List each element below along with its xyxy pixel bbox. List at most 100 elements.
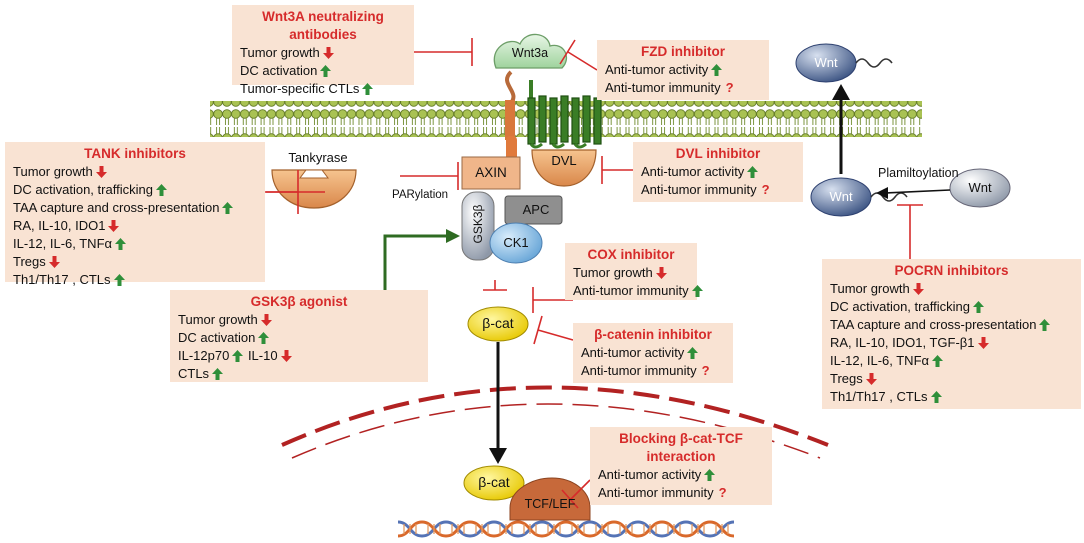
tcf-lef-protein (509, 477, 591, 521)
down-arrow-icon (107, 219, 120, 233)
activation-arrows (489, 84, 951, 464)
up-arrow-icon (972, 300, 985, 314)
cox-box-title: COX inhibitor (587, 247, 675, 262)
fzd-question-mark: ? (725, 80, 734, 95)
effect-text: Anti-tumor immunity (605, 80, 721, 95)
down-arrow-icon (48, 255, 61, 269)
parylation-label: PARylation (392, 189, 449, 201)
ck1-protein (489, 222, 543, 264)
effect-line: Anti-tumor immunity? (581, 362, 725, 380)
effect-text: Th1/Th17 , CTLs (830, 389, 928, 404)
effect-line: Anti-tumor immunity? (641, 181, 795, 199)
up-arrow-icon (257, 331, 270, 345)
up-arrow-icon (691, 284, 704, 298)
effect-line: IL-12p70 IL-10 (178, 347, 420, 365)
tcf-lef-label: TCF/LEF (524, 497, 576, 511)
gsk3b-agonist-arrow (383, 229, 460, 290)
up-arrow-icon (931, 354, 944, 368)
fzd-box-title: FZD inhibitor (641, 44, 725, 59)
effect-text: Tumor growth (573, 265, 653, 280)
effect-line: Anti-tumor activity (598, 466, 764, 484)
effect-text: TAA capture and cross-presentation (13, 200, 220, 215)
wnt-unmodified (949, 168, 1011, 208)
effect-text: Tumor growth (830, 281, 910, 296)
effect-line: Tumor growth (240, 44, 406, 62)
beta-catenin-cytoplasm-label: β-cat (482, 315, 514, 331)
up-arrow-icon (114, 237, 127, 251)
effect-text: Anti-tumor immunity (581, 363, 697, 378)
down-arrow-icon (95, 165, 108, 179)
effect-text: DC activation, trafficking (830, 299, 970, 314)
effect-line: Tumor-specific CTLs (240, 80, 406, 98)
effect-text: DC activation (178, 330, 256, 345)
apc-label: APC (522, 202, 550, 217)
dvl-question-mark: ? (761, 182, 770, 197)
down-arrow-icon (322, 46, 335, 60)
up-arrow-icon (155, 183, 168, 197)
effect-line: Tumor growth (178, 311, 420, 329)
effect-line: Th1/Th17 , CTLs (13, 271, 257, 289)
up-arrow-icon (211, 367, 224, 381)
tank-box-title: TANK inhibitors (84, 146, 186, 161)
up-arrow-icon (1038, 318, 1051, 332)
effect-line: DC activation, trafficking (13, 181, 257, 199)
up-arrow-icon (231, 349, 244, 363)
effect-text: Tumor-specific CTLs (240, 81, 360, 96)
gsk3b-protein (461, 191, 495, 261)
nuclear-envelope-outer (281, 385, 829, 447)
effect-text: Tumor growth (178, 312, 258, 327)
effect-line: DC activation (240, 62, 406, 80)
wnt-palmitoylated-label: Wnt (829, 189, 853, 204)
effect-line: RA, IL-10, IDO1 (13, 217, 257, 235)
effect-text: Anti-tumor immunity (573, 283, 689, 298)
effect-line: Tumor growth (13, 163, 257, 181)
effect-text: Tregs (13, 254, 46, 269)
up-arrow-icon (710, 63, 723, 77)
effect-text: RA, IL-10, IDO1 (13, 218, 106, 233)
down-arrow-icon (977, 336, 990, 350)
effect-line: Tumor growth (573, 264, 689, 282)
effect-text: Tregs (830, 371, 863, 386)
dvl-box-title: DVL inhibitor (675, 146, 761, 161)
effect-text: RA, IL-10, IDO1, TGF-β1 (830, 335, 975, 350)
effect-text: TAA capture and cross-presentation (830, 317, 1037, 332)
effect-line: Anti-tumor activity (581, 344, 725, 362)
effect-line: IL-12, IL-6, TNFα (830, 352, 1073, 370)
effect-text: IL-12p70 (178, 348, 230, 363)
effect-text: CTLs (178, 366, 210, 381)
effect-text: Anti-tumor immunity (641, 182, 757, 197)
effect-line: Anti-tumor immunity? (605, 79, 761, 97)
up-arrow-icon (361, 82, 374, 96)
tankyrase-protein (271, 169, 357, 209)
beta-catenin-nucleus-label: β-cat (478, 474, 510, 490)
effect-line: DC activation (178, 329, 420, 347)
tcf-box-title: Blocking β-cat-TCF interaction (619, 431, 743, 464)
up-arrow-icon (703, 468, 716, 482)
effect-text: IL-12, IL-6, TNFα (13, 236, 113, 251)
inhibition-lines (265, 38, 923, 509)
effect-line: Th1/Th17 , CTLs (830, 388, 1073, 406)
effect-line: Tumor growth (830, 280, 1073, 298)
effect-line: Tregs (13, 253, 257, 271)
up-arrow-icon (113, 273, 126, 287)
effect-line: Anti-tumor immunity? (598, 484, 764, 502)
beta-catenin-nucleus (463, 465, 525, 501)
effect-text: Anti-tumor immunity (598, 485, 714, 500)
nuclear-envelope-inner (291, 403, 821, 459)
effect-line: CTLs (178, 365, 420, 383)
effect-line: RA, IL-10, IDO1, TGF-β1 (830, 334, 1073, 352)
up-arrow-icon (319, 64, 332, 78)
effect-text: Th1/Th17 , CTLs (13, 272, 111, 287)
bcat-box-title: β-catenin inhibitor (594, 327, 712, 342)
effect-line: Anti-tumor activity (641, 163, 795, 181)
effect-text: IL-12, IL-6, TNFα (830, 353, 930, 368)
effect-line: TAA capture and cross-presentation (830, 316, 1073, 334)
effect-text: Tumor growth (240, 45, 320, 60)
gsk3b-label: GSK3β (471, 204, 485, 244)
